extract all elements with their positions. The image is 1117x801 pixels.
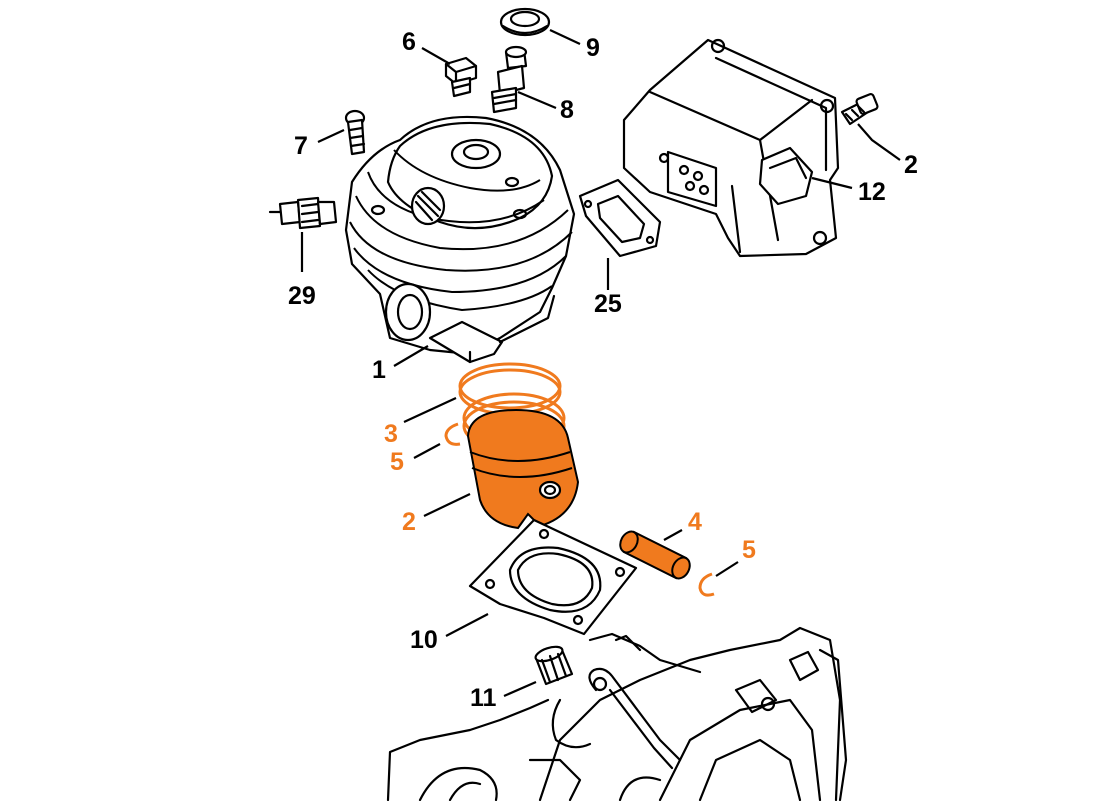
piston [466,408,580,530]
leader-3 [403,397,457,423]
snap-ring-right [698,572,715,597]
callout-25: 25 [594,290,622,318]
callout-7: 7 [294,132,308,160]
cylinder-gasket [468,518,638,636]
cylinder-screw [344,109,366,156]
leader-8 [517,90,557,110]
leader-1 [393,345,429,367]
callout-10: 10 [410,626,438,654]
callout-3: 3 [384,420,398,448]
callout-5-right: 5 [742,536,756,564]
decompression-valve [490,45,528,114]
leader-7 [317,129,345,143]
callout-11: 11 [470,684,497,712]
callout-29: 29 [288,282,316,310]
crankcase [386,626,848,801]
leader-2-top [857,123,901,161]
callout-9: 9 [586,34,600,62]
callout-4: 4 [688,508,702,536]
callout-2-muffler-screw: 2 [904,151,918,179]
leader-10 [445,613,489,637]
leader-5-right [715,561,739,577]
leader-2-piston [423,493,471,517]
callout-5-left: 5 [390,448,404,476]
muffler-screw [840,93,879,126]
leader-4 [663,529,683,541]
muffler-gasket [578,178,662,258]
leader-12 [811,176,853,190]
leader-9 [549,29,581,45]
callout-8: 8 [560,96,574,124]
callout-6: 6 [402,28,416,56]
callout-1: 1 [372,356,386,384]
leader-11 [503,680,537,698]
muffler [622,38,840,258]
plug [444,56,478,98]
cylinder [344,115,576,364]
cap [499,7,551,37]
leader-6 [421,47,451,65]
piston-pin [619,530,691,580]
callout-12: 12 [858,178,886,206]
callout-2-piston: 2 [402,508,416,536]
needle-cage [534,645,574,686]
snap-ring-left [444,422,461,446]
leader-5-left [413,443,441,459]
spark-plug [268,196,338,230]
